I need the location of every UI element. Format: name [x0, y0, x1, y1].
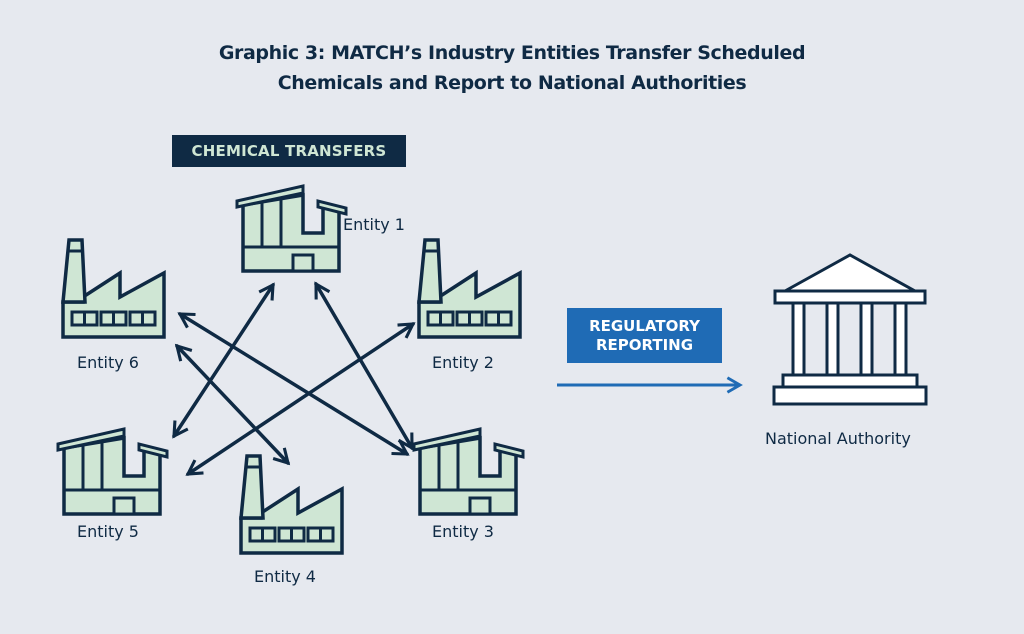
government-building-icon [772, 253, 928, 406]
transfer-arrow-entity2-entity5 [185, 322, 416, 476]
chemical-transfers-badge: CHEMICAL TRANSFERS [172, 135, 406, 167]
entity-5-warehouse-icon [56, 427, 169, 516]
entity-4-label: Entity 4 [254, 567, 316, 586]
entity-1-label: Entity 1 [343, 215, 405, 234]
regulatory-reporting-badge: REGULATORY REPORTING [567, 308, 722, 363]
entity-5-label: Entity 5 [77, 522, 139, 541]
title-line-1: Graphic 3: MATCH’s Industry Entities Tra… [218, 42, 806, 64]
national-authority-label: National Authority [765, 429, 911, 448]
entity-3-label: Entity 3 [432, 522, 494, 541]
regulatory-reporting-line-2: REPORTING [595, 335, 694, 354]
entity-2-label: Entity 2 [432, 353, 494, 372]
entity-1-warehouse-icon [235, 184, 348, 273]
entity-3-warehouse-icon [412, 427, 525, 516]
entity-4-factory-icon [239, 454, 344, 555]
entity-6-label: Entity 6 [77, 353, 139, 372]
regulatory-reporting-line-1: REGULATORY [589, 316, 700, 335]
entity-2-factory-icon [417, 238, 522, 339]
title-line-2: Chemicals and Report to National Authori… [277, 72, 747, 94]
diagram-title: Graphic 3: MATCH’s Industry Entities Tra… [0, 38, 1024, 98]
transfer-arrow-entity1-entity3 [314, 281, 414, 451]
entity-6-factory-icon [61, 238, 166, 339]
